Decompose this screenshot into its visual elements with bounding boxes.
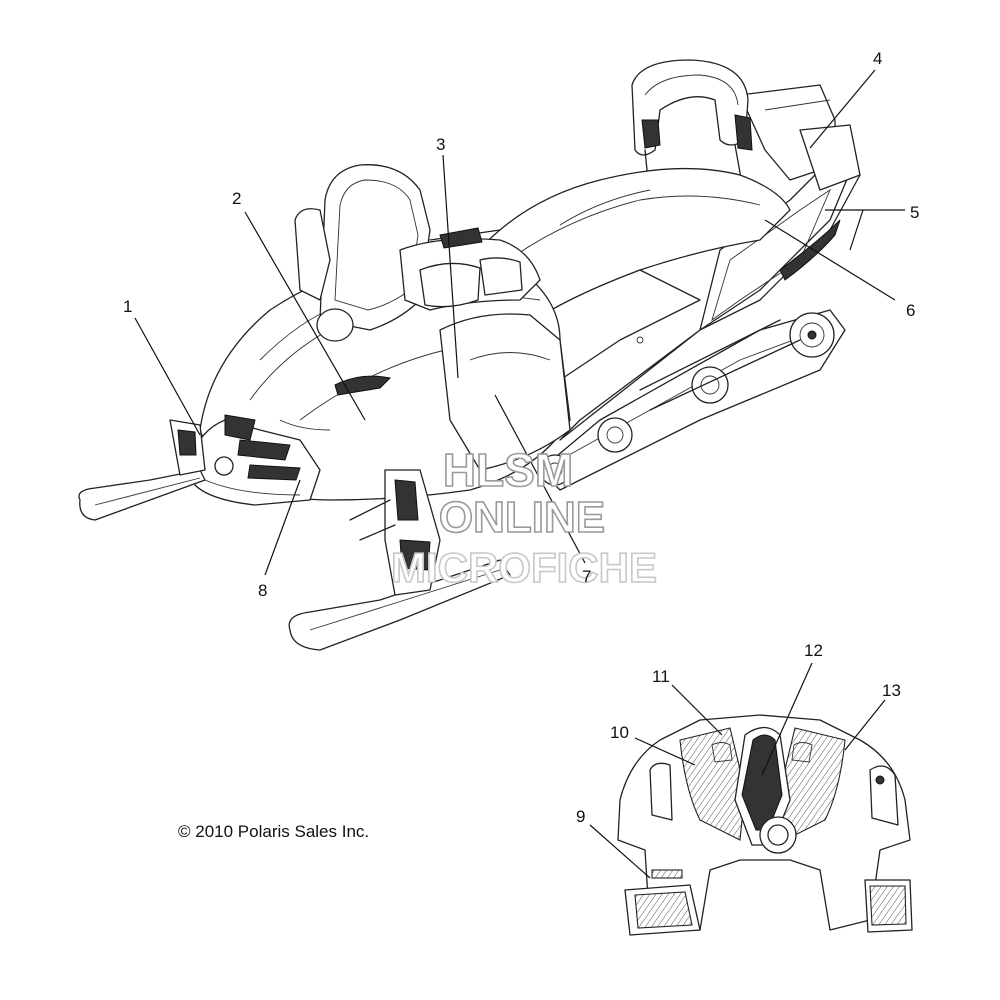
callout-1: 1 bbox=[123, 297, 132, 316]
track-assembly bbox=[539, 309, 846, 491]
leader-8 bbox=[264, 479, 301, 576]
callout-9: 9 bbox=[576, 807, 585, 826]
backrest bbox=[631, 59, 753, 201]
leader-4 bbox=[809, 69, 876, 149]
watermark: HLSM ONLINE MICROFICHE bbox=[390, 443, 658, 592]
callout-8: 8 bbox=[258, 581, 267, 600]
right-ski bbox=[288, 469, 511, 651]
callout-4: 4 bbox=[873, 49, 882, 68]
windshield bbox=[294, 164, 431, 331]
rear-trunk bbox=[739, 84, 861, 191]
dash bbox=[316, 227, 541, 342]
snowmobile-illustration bbox=[78, 59, 861, 651]
callout-2: 2 bbox=[232, 189, 241, 208]
leader-6 bbox=[764, 219, 896, 301]
leader-9 bbox=[589, 824, 651, 879]
leader-13 bbox=[844, 699, 886, 751]
leader-12 bbox=[761, 662, 813, 776]
leader-7 bbox=[494, 394, 586, 564]
callout-6: 6 bbox=[906, 301, 915, 320]
watermark-line2: ONLINE bbox=[439, 493, 605, 542]
callout-10: 10 bbox=[610, 723, 629, 742]
left-ski bbox=[78, 419, 206, 521]
callout-labels: 1 2 3 4 5 6 7 8 9 10 11 12 13 bbox=[123, 49, 919, 826]
leader-1 bbox=[134, 317, 201, 436]
watermark-line3: MICROFICHE bbox=[391, 544, 657, 591]
callout-12: 12 bbox=[804, 641, 823, 660]
leader-lines bbox=[134, 69, 905, 879]
watermark-line1: HLSM bbox=[443, 444, 573, 496]
callout-11: 11 bbox=[652, 667, 670, 686]
callout-7: 7 bbox=[582, 567, 591, 586]
callout-13: 13 bbox=[882, 681, 901, 700]
tunnel bbox=[559, 149, 861, 441]
copyright-text: © 2010 Polaris Sales Inc. bbox=[178, 822, 369, 841]
leader-10 bbox=[634, 737, 696, 766]
nose-bumper bbox=[189, 414, 321, 506]
leader-3 bbox=[442, 154, 459, 379]
callout-3: 3 bbox=[436, 135, 445, 154]
leader-11 bbox=[671, 684, 723, 736]
leader-5b bbox=[849, 209, 864, 251]
rear-view-illustration bbox=[617, 714, 913, 936]
callout-5: 5 bbox=[910, 203, 919, 222]
leader-2 bbox=[244, 211, 366, 421]
